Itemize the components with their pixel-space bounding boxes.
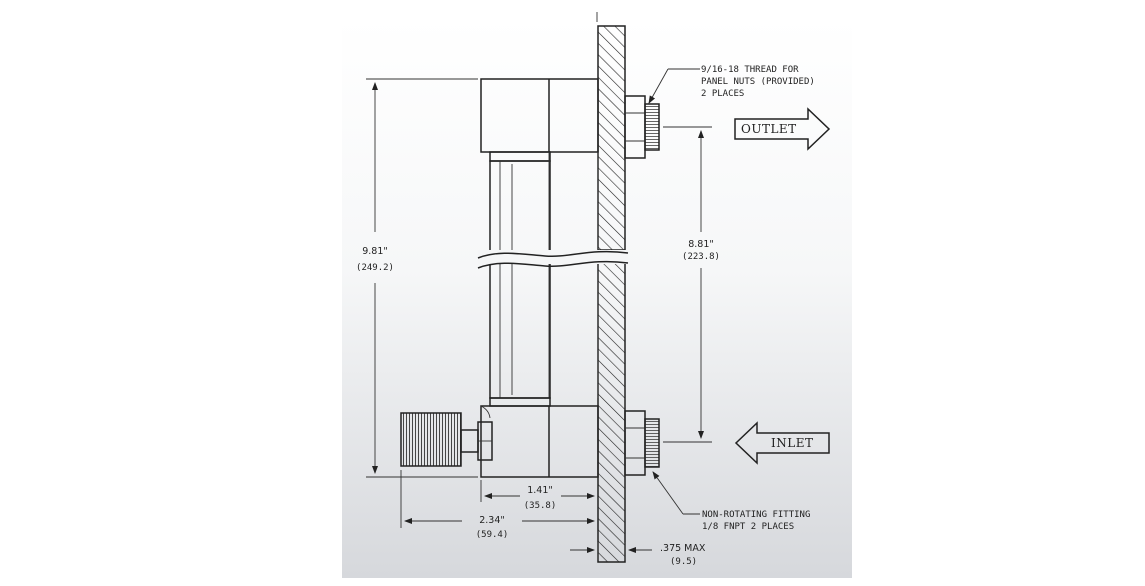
dimension-panel-thickness: .375 MAX (9.5) (570, 542, 706, 567)
dimension-body-depth: 1.41" (35.8) (480, 480, 595, 511)
fitting-note: NON-ROTATING FITTING 1/8 FNPT 2 PLACES (652, 471, 810, 532)
valve-knob (400, 412, 493, 467)
body-depth-metric: (35.8) (524, 501, 557, 511)
thread-note-line-3: 2 PLACES (701, 89, 744, 99)
port-spacing-imperial: 8.81" (688, 239, 714, 250)
thread-note: 9/16-18 THREAD FOR PANEL NUTS (PROVIDED)… (648, 65, 815, 104)
port-spacing-metric: (223.8) (682, 252, 720, 262)
overall-height-imperial: 9.81" (362, 246, 388, 257)
body-depth-imperial: 1.41" (527, 485, 553, 496)
outlet-arrow: OUTLET (734, 107, 831, 151)
mounting-panel (596, 12, 626, 563)
overall-depth-metric: (59.4) (476, 530, 509, 540)
overall-height-metric: (249.2) (356, 263, 394, 273)
break-symbol (477, 250, 629, 269)
fitting-note-line-2: 1/8 FNPT 2 PLACES (702, 522, 794, 532)
dimension-port-spacing: 8.81" (223.8) (663, 126, 720, 443)
thread-note-line-2: PANEL NUTS (PROVIDED) (701, 77, 815, 87)
fitting-note-line-1: NON-ROTATING FITTING (702, 510, 810, 520)
inlet-arrow: INLET (734, 421, 830, 465)
outlet-fitting (624, 95, 660, 159)
drawing-background (342, 18, 852, 578)
panel-max-metric: (9.5) (670, 557, 697, 567)
inlet-label: INLET (771, 436, 813, 450)
dimension-overall-height: 9.81" (249.2) (356, 78, 478, 478)
dimension-overall-depth: 2.34" (59.4) (400, 470, 595, 540)
flowmeter-body (480, 78, 599, 478)
thread-note-line-1: 9/16-18 THREAD FOR (701, 65, 799, 75)
overall-depth-imperial: 2.34" (479, 515, 505, 526)
inlet-fitting (624, 410, 660, 476)
panel-max-imperial: .375 MAX (660, 543, 706, 554)
outlet-label: OUTLET (741, 122, 797, 136)
